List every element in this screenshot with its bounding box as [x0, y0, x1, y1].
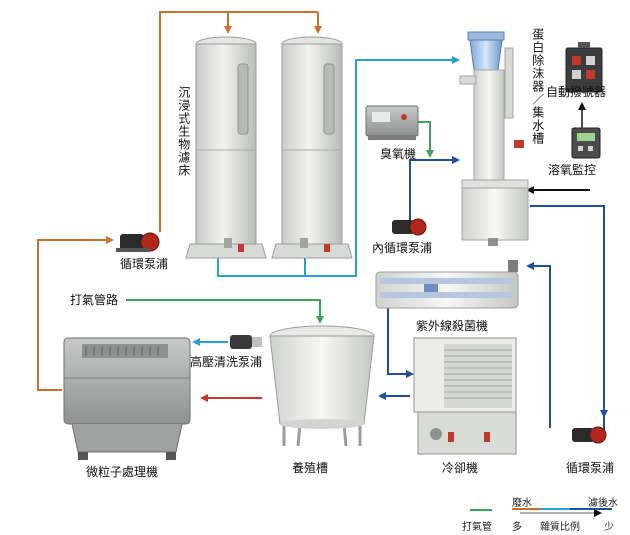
flow-navy-inner [409, 156, 460, 228]
circulation-pump-left [116, 232, 160, 252]
label-do-monitor: 溶氧監控 [548, 163, 597, 177]
legend-aeration: 打氣管 [462, 522, 492, 533]
protein-skimmer-unit [459, 31, 529, 246]
do-monitor-box [571, 127, 601, 159]
auto-dialer-box [565, 42, 603, 93]
label-ozone-generator: 臭氧機 [380, 147, 417, 161]
legend-many: 多 [512, 522, 522, 533]
label-culture-tank: 養殖槽 [292, 461, 329, 475]
biofilter-column-2 [271, 36, 353, 259]
label-particle-processor: 微粒子處理機 [86, 465, 159, 479]
inner-circulation-pump [392, 218, 427, 236]
flow-navy-uv-chiller [387, 300, 414, 378]
flow-green-aeration [126, 299, 324, 324]
label-circ-pump-right: 循環泵浦 [566, 461, 615, 475]
hp-wash-pump [230, 335, 262, 349]
label-auto-dialer: 自動撥號器 [546, 85, 607, 99]
uv-sterilizer-unit [375, 260, 519, 309]
label-hp-wash-pump: 高壓清洗泵浦 [190, 355, 263, 369]
label-chiller: 冷卻機 [442, 461, 479, 475]
legend-filtered-water: 濾後水 [588, 498, 618, 509]
particle-processor-unit [63, 337, 191, 460]
flow-green-ozone [418, 121, 434, 158]
label-inner-circ-pump: 內循環泵浦 [372, 241, 433, 255]
flow-orange-return [37, 236, 114, 391]
legend-few: 少 [604, 522, 614, 533]
label-uv-sterilizer: 紫外線殺菌機 [416, 319, 489, 333]
legend-graphics [470, 508, 612, 517]
ozone-generator-box [365, 105, 419, 140]
label-protein-skimmer: 蛋白除沫器／集水槽 [530, 28, 545, 145]
culture-tank-vessel [269, 325, 375, 447]
legend-water-quality-ratio: 雜質比例 [540, 522, 580, 533]
label-biofilter: 沉浸式生物濾床 [176, 86, 191, 177]
flow-orange-up [159, 11, 318, 232]
flow-navy-up-uv [526, 262, 551, 428]
label-circ-pump-left: 循環泵浦 [120, 257, 169, 271]
chiller-unit [413, 337, 517, 455]
legend-waste-water: 廢水 [512, 498, 532, 509]
flow-cyan-base [217, 56, 460, 277]
label-aeration-line: 打氣管路 [70, 293, 119, 307]
circulation-pump-right [572, 426, 607, 444]
biofilter-column-1 [185, 36, 267, 259]
flow-navy-skimmer-out [530, 205, 608, 418]
